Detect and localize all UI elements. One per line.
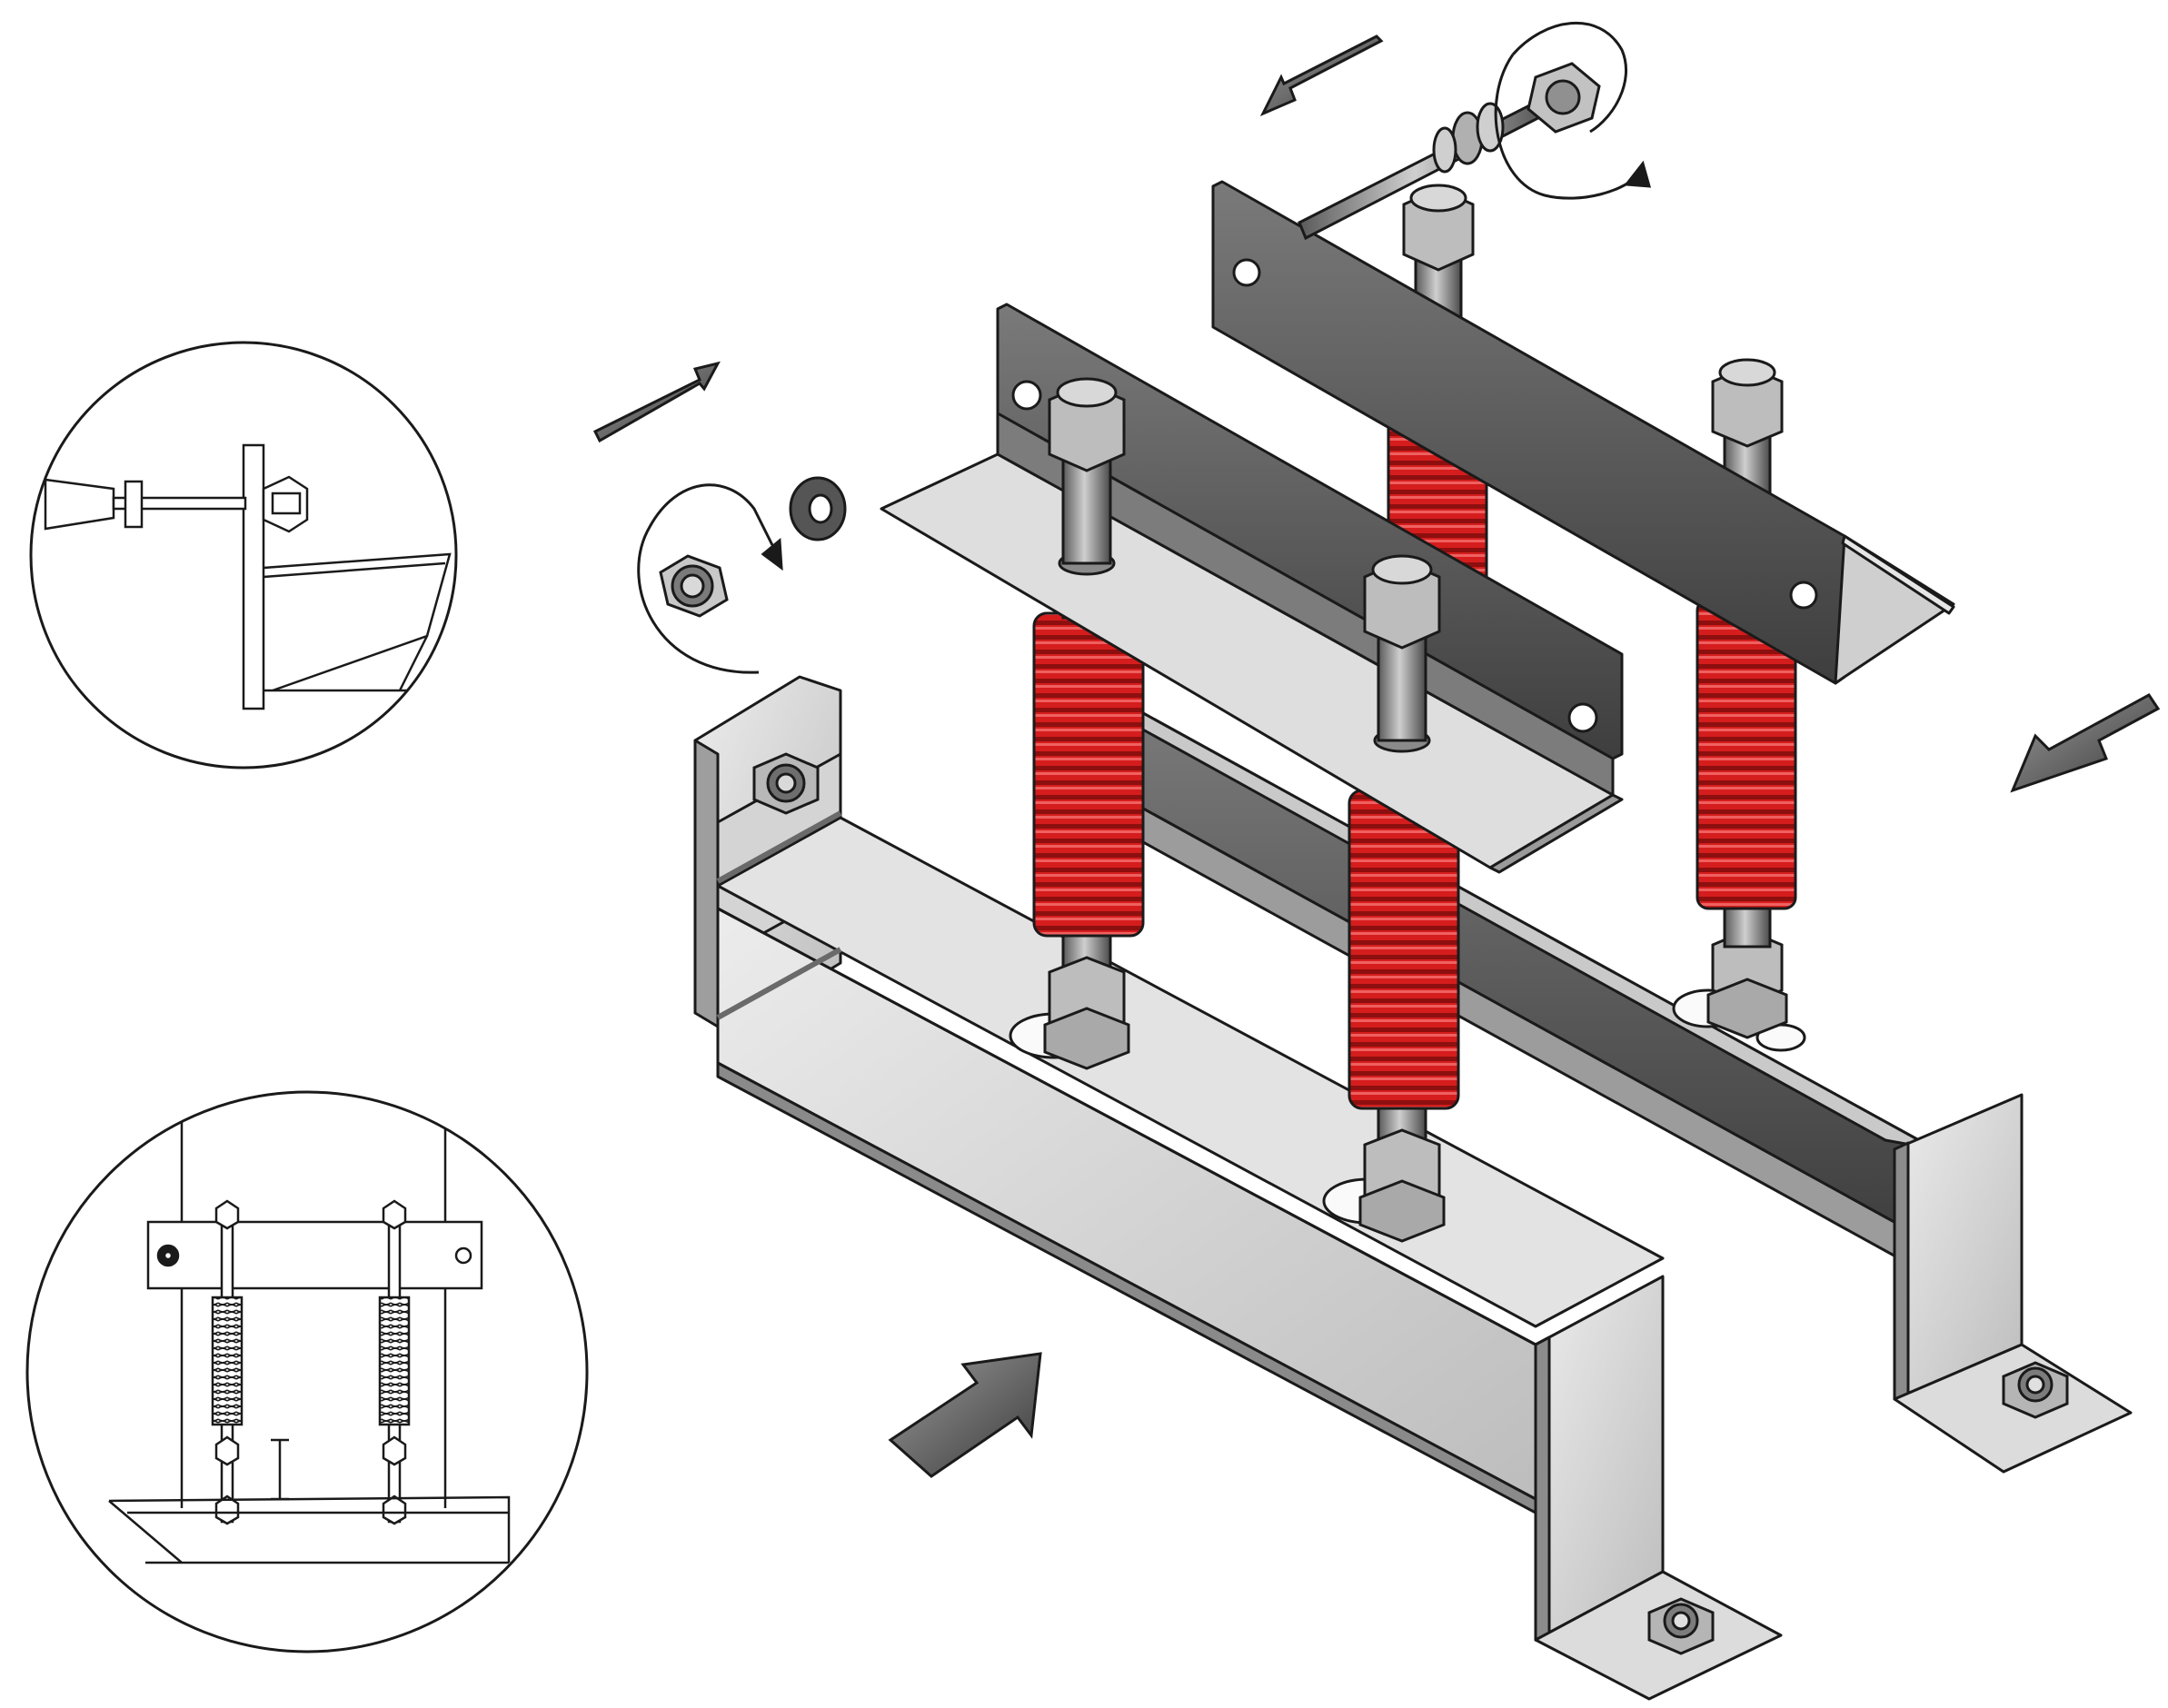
base-frame-rear (1070, 689, 2133, 1474)
angle-bracket-rear (1211, 180, 1955, 685)
anchor-nut-rear (2002, 1361, 2069, 1419)
bolt-with-washers (1298, 62, 1601, 241)
arrow-push-in-right-icon (2010, 693, 2161, 793)
spring-front-left (1032, 611, 1145, 938)
arrow-insert-right-icon (592, 361, 721, 443)
flat-washer (789, 476, 847, 541)
anchor-nut-front (1647, 1597, 1715, 1655)
threaded-rod-top-front-right (1363, 554, 1441, 742)
arrow-insert-left-icon (1259, 35, 1384, 116)
lock-nut (659, 554, 729, 618)
detail-circle-front-view (25, 1090, 589, 1653)
arrow-push-in-icon (888, 1352, 1042, 1478)
rotate-bolt-icon (1494, 21, 1652, 200)
detail-circle-side-view (29, 341, 458, 770)
end-plate-nut (752, 752, 820, 815)
rotate-clockwise-nut-icon (637, 483, 783, 674)
threaded-rod-top-front-left (1048, 377, 1126, 565)
